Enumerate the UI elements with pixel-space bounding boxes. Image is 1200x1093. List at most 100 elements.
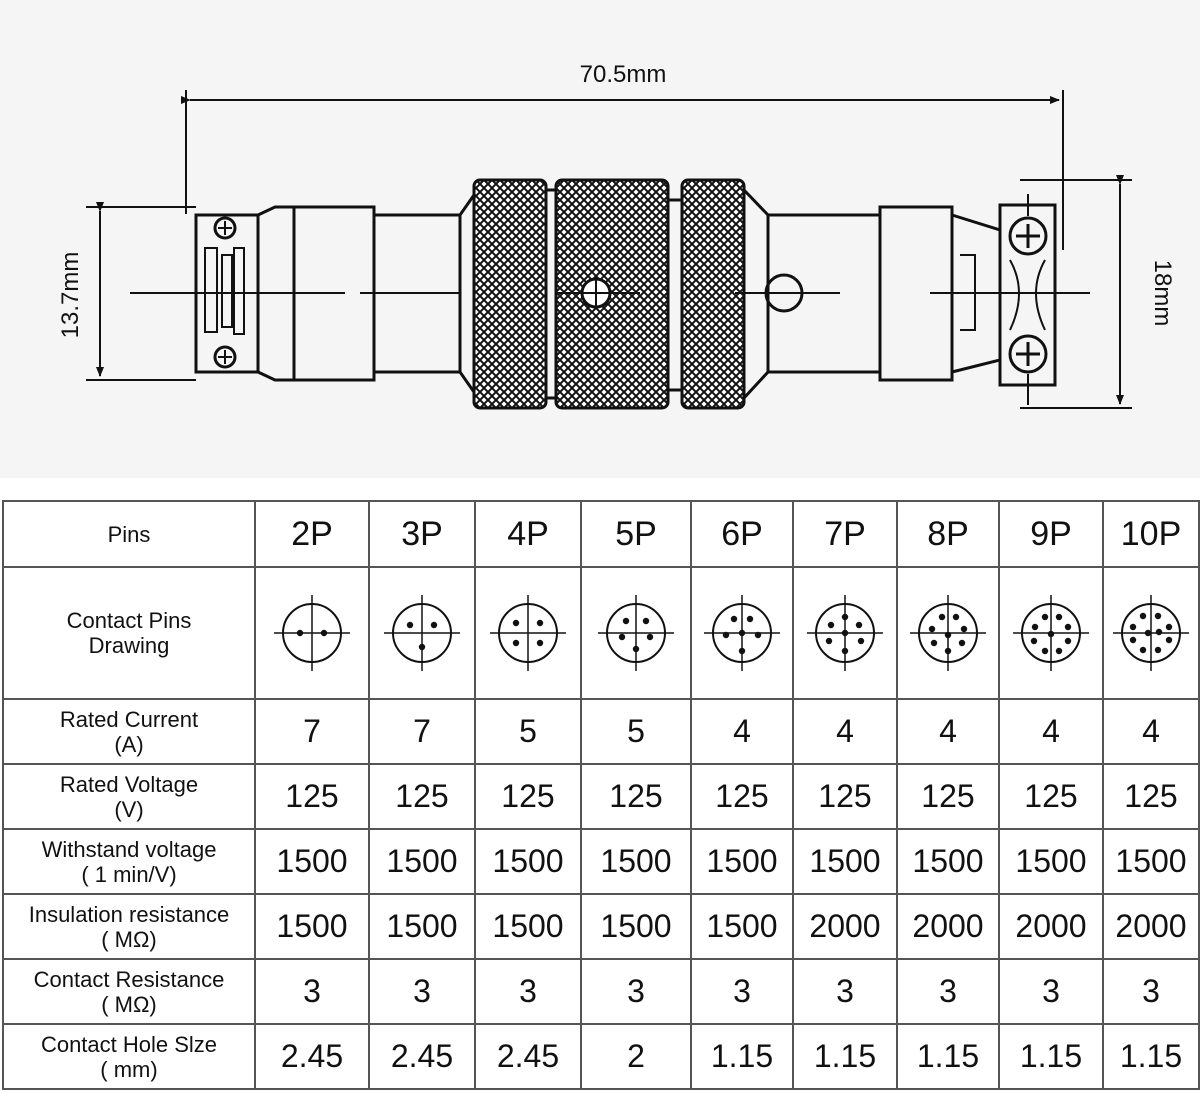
right-height-dimension bbox=[1020, 175, 1132, 409]
pin-6p-header: 6P bbox=[690, 500, 794, 568]
value-cell: 3 bbox=[792, 958, 898, 1025]
value-cell: 2000 bbox=[1102, 893, 1200, 960]
value-cell: 1500 bbox=[896, 828, 1000, 895]
contact-pin-dot bbox=[1055, 613, 1063, 621]
pin-9p-header: 9P bbox=[998, 500, 1104, 568]
right-clamp bbox=[960, 194, 1057, 405]
pin-5p-header: 5P bbox=[580, 500, 692, 568]
contact-pin-dot bbox=[928, 625, 936, 633]
contact-pin-dot bbox=[952, 613, 960, 621]
contact-resistance-label: Contact Resistance( MΩ) bbox=[2, 958, 256, 1025]
contact-pin-dot bbox=[841, 629, 849, 637]
value-cell: 3 bbox=[474, 958, 582, 1025]
value-cell: 125 bbox=[1102, 763, 1200, 830]
contact-pin-dot bbox=[418, 643, 426, 651]
pin-drawing-cell bbox=[474, 566, 582, 700]
row-label-line1: Contact Hole Slze bbox=[40, 1031, 218, 1057]
pin-8p-header: 8P bbox=[896, 500, 1000, 568]
contact-pins-drawing-label: Contact Pins Drawing bbox=[2, 566, 256, 700]
pin-4p-header: 4P bbox=[474, 500, 582, 568]
value-cell: 3 bbox=[1102, 958, 1200, 1025]
value-cell: 7 bbox=[368, 698, 476, 765]
pin-drawing-cell bbox=[690, 566, 794, 700]
value-cell: 1500 bbox=[792, 828, 898, 895]
contact-pin-dot bbox=[618, 633, 626, 641]
value-cell: 125 bbox=[998, 763, 1104, 830]
value-cell: 1500 bbox=[368, 828, 476, 895]
pin-layout-4p bbox=[490, 595, 566, 671]
contact-pin-dot bbox=[958, 639, 966, 647]
pin-drawing-cell bbox=[254, 566, 370, 700]
value-cell: 1.15 bbox=[690, 1023, 794, 1090]
contact-pin-dot bbox=[1047, 630, 1055, 638]
value-cell: 2 bbox=[580, 1023, 692, 1090]
value-cell: 1500 bbox=[474, 893, 582, 960]
contact-pin-dot bbox=[930, 639, 938, 647]
contact-pin-dot bbox=[1129, 623, 1137, 631]
value-cell: 1500 bbox=[580, 893, 692, 960]
pin-10p-header: 10P bbox=[1102, 500, 1200, 568]
pin-drawing-cell bbox=[1102, 566, 1200, 700]
contact-pin-dot bbox=[1144, 629, 1152, 637]
contact-pins-drawing-row: Contact Pins Drawing bbox=[2, 566, 1200, 700]
value-cell: 4 bbox=[690, 698, 794, 765]
value-cell: 1500 bbox=[690, 828, 794, 895]
contact-pin-dot bbox=[622, 617, 630, 625]
value-cell: 1500 bbox=[368, 893, 476, 960]
value-cell: 1.15 bbox=[998, 1023, 1104, 1090]
contact-pin-dot bbox=[536, 619, 544, 627]
value-cell: 1500 bbox=[998, 828, 1104, 895]
value-cell: 3 bbox=[896, 958, 1000, 1025]
pin-drawing-cell bbox=[896, 566, 1000, 700]
value-cell: 2.45 bbox=[368, 1023, 476, 1090]
contact-pin-dot bbox=[1165, 636, 1173, 644]
value-cell: 1500 bbox=[580, 828, 692, 895]
pin-drawing-cell bbox=[580, 566, 692, 700]
left-height-label: 13.7mm bbox=[57, 252, 84, 339]
value-cell: 125 bbox=[254, 763, 370, 830]
value-cell: 2.45 bbox=[474, 1023, 582, 1090]
contact-pin-dot bbox=[512, 639, 520, 647]
withstand-voltage-label: Withstand voltage( 1 min/V) bbox=[2, 828, 256, 895]
row-label-line2: (A) bbox=[114, 731, 144, 757]
contact-pin-dot bbox=[855, 621, 863, 629]
value-cell: 125 bbox=[690, 763, 794, 830]
contact-pin-dot bbox=[960, 625, 968, 633]
value-cell: 1500 bbox=[1102, 828, 1200, 895]
contact-pin-dot bbox=[738, 629, 746, 637]
value-cell: 3 bbox=[998, 958, 1104, 1025]
contact-pin-dot bbox=[536, 639, 544, 647]
row-label-line1: Contact Pins bbox=[66, 608, 192, 633]
contact-pin-dot bbox=[642, 617, 650, 625]
row-label-line1: Rated Voltage bbox=[59, 771, 199, 797]
pin-layout-6p bbox=[704, 595, 780, 671]
value-cell: 1.15 bbox=[792, 1023, 898, 1090]
contact-pin-dot bbox=[320, 629, 328, 637]
value-cell: 1500 bbox=[474, 828, 582, 895]
value-cell: 7 bbox=[254, 698, 370, 765]
value-cell: 2000 bbox=[998, 893, 1104, 960]
value-cell: 1.15 bbox=[1102, 1023, 1200, 1090]
rated-current-label: Rated Current(A) bbox=[2, 698, 256, 765]
value-cell: 1.15 bbox=[896, 1023, 1000, 1090]
row-label-line2: ( 1 min/V) bbox=[81, 861, 177, 887]
pins-header-label: Pins bbox=[2, 500, 256, 568]
right-height-label: 18mm bbox=[1149, 260, 1176, 327]
value-cell: 1500 bbox=[254, 828, 370, 895]
contact-pin-dot bbox=[632, 645, 640, 653]
row-label-line1: Contact Resistance bbox=[33, 966, 225, 992]
contact-pin-dot bbox=[857, 637, 865, 645]
contact-pin-dot bbox=[1064, 637, 1072, 645]
contact-pin-dot bbox=[1129, 636, 1137, 644]
contact-pin-dot bbox=[1139, 646, 1147, 654]
value-cell: 4 bbox=[792, 698, 898, 765]
length-label: 70.5mm bbox=[580, 61, 667, 88]
row-label-line2: ( mm) bbox=[100, 1056, 158, 1082]
value-cell: 5 bbox=[474, 698, 582, 765]
contact-pin-dot bbox=[738, 647, 746, 655]
row-label-line2: Drawing bbox=[88, 633, 170, 658]
